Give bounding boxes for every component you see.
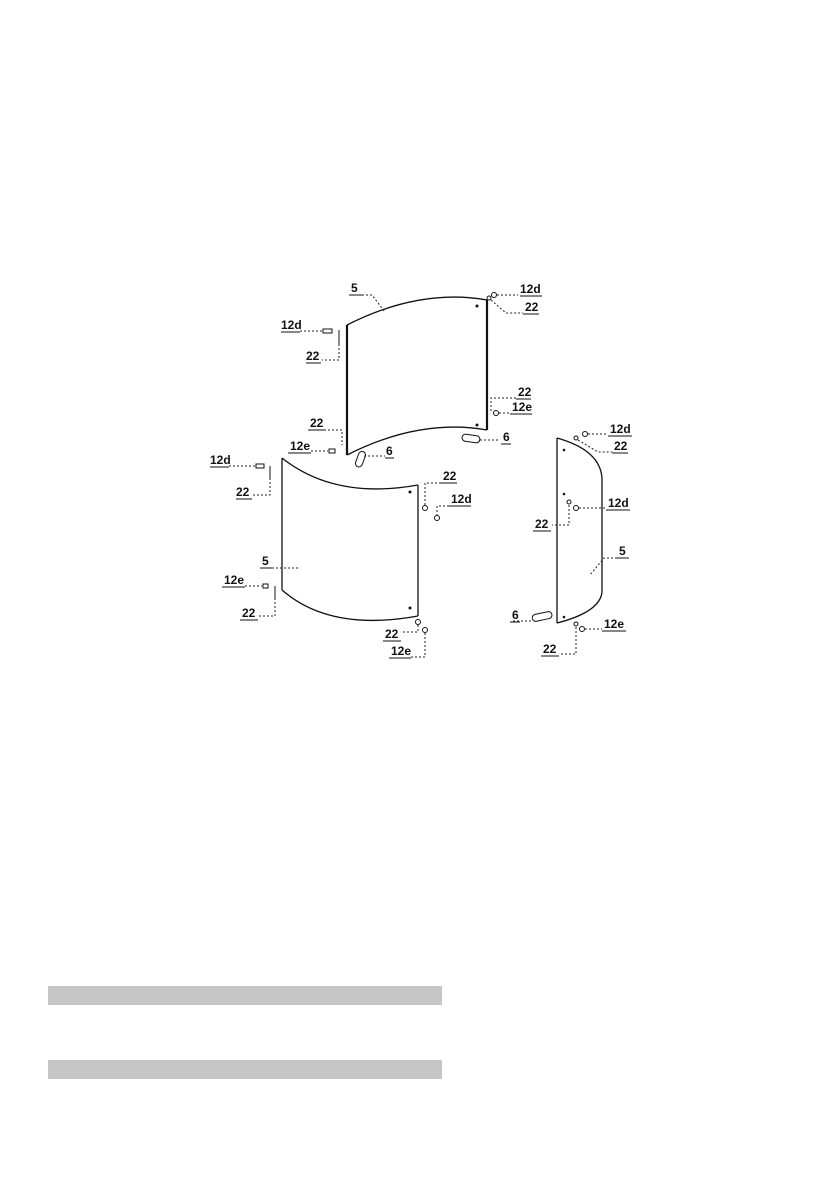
footer-bar-1	[48, 986, 442, 1005]
label-panel-top: 5	[349, 281, 385, 312]
svg-text:12e: 12e	[290, 439, 310, 453]
connector-6-top-right: 6	[462, 430, 511, 444]
connector-6-right: 6	[510, 608, 553, 622]
screw-12e-middle: 12e	[288, 439, 335, 453]
svg-text:22: 22	[525, 300, 539, 314]
svg-text:5: 5	[262, 554, 269, 568]
svg-text:12e: 12e	[512, 400, 532, 414]
svg-text:22: 22	[518, 385, 532, 399]
screw-12e-right: 12e	[580, 617, 627, 632]
screw-12d-top-right: 12d	[492, 282, 543, 298]
svg-text:5: 5	[351, 281, 358, 295]
svg-text:22: 22	[306, 349, 320, 363]
svg-text:12d: 12d	[451, 492, 472, 506]
svg-text:22: 22	[385, 627, 399, 641]
svg-text:6: 6	[512, 608, 519, 622]
svg-text:12d: 12d	[520, 282, 541, 296]
svg-text:12d: 12d	[608, 496, 629, 510]
svg-text:22: 22	[543, 642, 557, 656]
svg-text:6: 6	[386, 444, 393, 458]
panel-front-left	[282, 458, 418, 620]
svg-text:12e: 12e	[224, 573, 244, 587]
footer-bar-2	[48, 1060, 442, 1079]
washer-22-front-left-lower: 22	[240, 586, 275, 620]
screw-12d-top-left: 12d	[281, 318, 332, 333]
label-panel-right: 5	[590, 544, 629, 575]
washer-22-middle: 22	[308, 416, 342, 445]
svg-text:22: 22	[310, 416, 324, 430]
svg-text:12e: 12e	[604, 617, 624, 631]
svg-text:5: 5	[619, 544, 626, 558]
panel-right	[557, 438, 602, 623]
svg-text:22: 22	[236, 485, 250, 499]
svg-text:6: 6	[503, 430, 510, 444]
screw-12e-top-right: 12e	[494, 400, 533, 416]
washer-22-front-right-lower: 22	[383, 620, 421, 642]
washer-22-top-left: 22	[306, 330, 339, 363]
connector-6-top-left: 6	[354, 444, 394, 468]
svg-text:22: 22	[443, 469, 457, 483]
screw-12d-right-top: 12d	[583, 422, 633, 437]
washer-22-right-middle: 22	[533, 500, 571, 531]
svg-text:22: 22	[614, 439, 628, 453]
washer-22-top-right: 22	[487, 296, 539, 314]
svg-text:12e: 12e	[391, 644, 411, 658]
svg-text:22: 22	[535, 517, 549, 531]
screw-12d-front-right: 12d	[435, 492, 472, 521]
washer-22-right-bottom: 22	[541, 622, 578, 656]
svg-text:12d: 12d	[281, 318, 302, 332]
svg-text:22: 22	[242, 606, 256, 620]
svg-text:12d: 12d	[210, 453, 231, 467]
screw-12e-front-left: 12e	[222, 573, 268, 588]
screw-12d-front-left: 12d	[210, 453, 264, 468]
svg-text:12d: 12d	[610, 422, 631, 436]
label-panel-front-left: 5	[260, 554, 298, 568]
washer-22-right-top: 22	[574, 436, 628, 453]
washer-22-front-left: 22	[236, 466, 270, 499]
panel-top	[347, 297, 487, 455]
